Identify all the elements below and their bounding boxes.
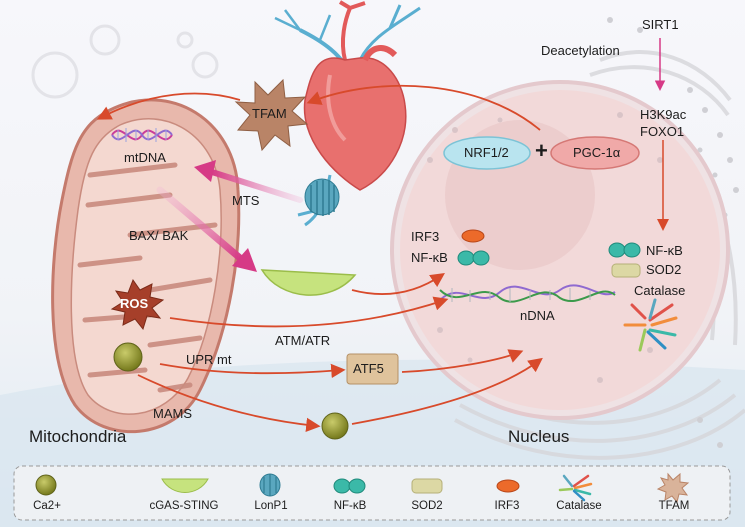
ros-to-ndna-arrow [169,296,449,328]
lonp1-main [304,178,340,216]
mts-label: MTS [232,193,260,208]
pgc-label: PGC-1α [573,145,621,160]
mtdna-release-arrow-head [232,248,257,272]
mts-arrow [209,169,303,203]
heart-illustration [274,0,421,227]
cgas-sting-main [260,269,357,296]
atf5-box [346,353,399,385]
ca2-to-atf5-arrow [159,363,346,379]
bax-bak-label: BAX/ BAK [129,228,189,243]
mitochondria-label: Mitochondria [29,427,127,446]
catalase-icon [558,474,593,502]
ros-label: ROS [120,296,149,311]
pgc-oval [550,136,640,170]
cgas-to-irf3-arrow [351,272,445,295]
mts-arrow-head [194,160,216,182]
irf3-label: IRF3 [411,229,440,244]
nfkb-left-label: NF-κB [411,250,448,265]
nfkb-right-label: NF-κB [646,243,683,258]
atf5-label: ATF5 [353,361,384,376]
legend-label-lonp1: LonP1 [254,500,288,512]
arrows [96,38,669,433]
atf5-to-nucleus-arrow [401,349,524,373]
nfkb-right-icon [608,242,641,258]
nrf-oval [443,136,531,170]
legend-label-cgas-sting: cGAS-STING [149,500,219,512]
foxo1-label: FOXO1 [640,124,685,139]
deacetylation-label: Deacetylation [541,43,620,58]
cgas-sting-icon [161,478,209,493]
mams-arrow [137,374,321,433]
lonp1-icon [259,473,281,497]
sod2-icon [411,478,443,494]
nfkb-main-icon [457,250,490,266]
mitochondrion [51,98,241,434]
legend-label-irf3: IRF3 [494,500,520,512]
upr-mt-label: UPR mt [186,352,232,367]
ca2-ball-cytosol [321,412,349,440]
mtdna-helix [111,128,173,142]
catalase-right-icon [623,298,678,352]
legend-icons [35,472,690,504]
tfam-star [234,78,309,152]
tfam-to-mito-arrow [96,92,241,120]
atm-atr-label: ATM/ATR [275,333,331,348]
h3k9ac-label: H3K9ac [640,107,687,122]
nucleus-label: Nucleus [508,427,570,446]
legend-label-ca2: Ca2+ [33,500,61,512]
sod2-right-icon [611,263,641,278]
ca2-icon [35,474,57,496]
mtdna-release-arrow [156,186,244,262]
irf3-icon [496,479,520,493]
sod2-label: SOD2 [646,262,682,277]
ca2-ball-mito [113,342,143,372]
ros-burst [110,278,165,331]
ca2-to-nucleus-arrow [351,357,543,425]
ndna-helix [439,284,616,303]
tfam-icon [656,472,690,504]
irf3-main-icon [461,229,485,243]
nrf-label: NRF1/2 [464,145,509,160]
legend-label-catalase: Catalase [556,500,602,512]
tfam-label: TFAM [252,106,287,121]
legend-label-nfkb: NF-κB [333,500,367,512]
sirt1-label: SIRT1 [642,17,679,32]
legend-label-tfam: TFAM [658,500,690,512]
mams-label: MAMS [153,406,192,421]
pgc-to-tfam-arrow [306,84,541,131]
nfkb-icon [333,478,366,494]
ndna-label: nDNA [520,308,555,323]
plus-sign: + [535,138,548,163]
catalase-label: Catalase [634,283,686,298]
background-vesicles [31,24,219,99]
mtdna-label: mtDNA [124,150,166,165]
legend-label-sod2: SOD2 [411,500,443,512]
